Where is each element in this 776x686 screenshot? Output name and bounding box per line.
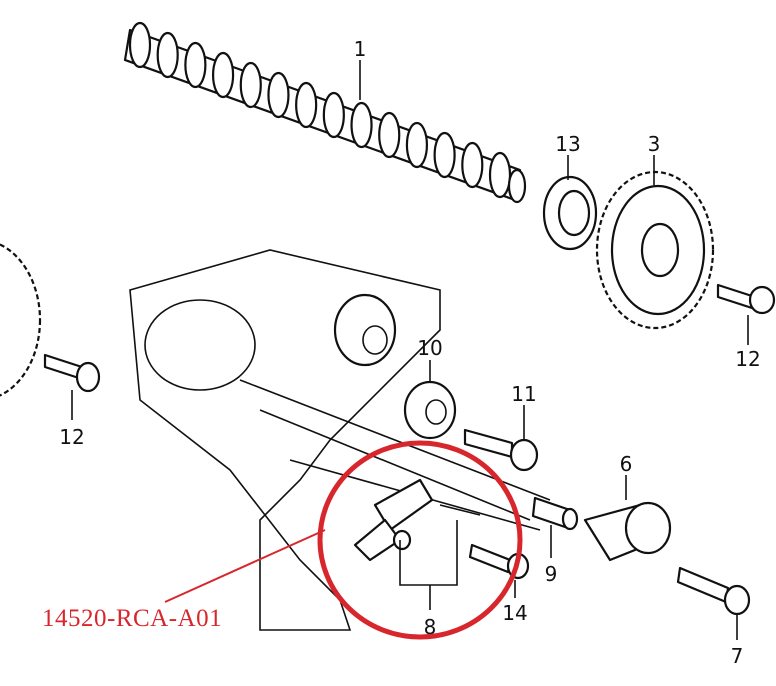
part-number-label: 14520-RCA-A01 <box>42 605 222 632</box>
tensioner-bolt <box>676 566 751 616</box>
cam-lobe <box>488 151 512 199</box>
cam-lobe <box>156 31 179 79</box>
callout-9: 9 <box>545 562 558 586</box>
cam-lobe <box>461 141 484 189</box>
bolt-left <box>43 353 101 393</box>
camshaft <box>123 21 527 204</box>
callout-12-right: 12 <box>735 347 760 371</box>
cam-lobe <box>295 81 318 129</box>
cam-lobe <box>211 51 235 99</box>
cam-lobe <box>405 121 429 169</box>
callout-14: 14 <box>502 601 527 625</box>
oil-seal <box>542 175 598 251</box>
idler-bolt <box>463 428 539 472</box>
cam-lobe <box>128 21 152 69</box>
cam-lobe <box>184 41 207 89</box>
callout-3: 3 <box>648 132 661 156</box>
highlight-circle <box>317 440 523 640</box>
cam-lobe <box>433 131 456 179</box>
callout-7: 7 <box>731 644 744 668</box>
callout-11: 11 <box>511 382 536 406</box>
callout-12-left: 12 <box>59 425 84 449</box>
cam-lobe <box>267 71 290 119</box>
highlight-annotation: 14520-RCA-A01 <box>42 440 523 640</box>
cam-lobe <box>378 111 401 159</box>
timing-pulley-partial <box>0 243 42 397</box>
camshaft-pulley <box>595 170 715 330</box>
callout-10: 10 <box>417 336 442 360</box>
callout-13: 13 <box>555 132 580 156</box>
leader-lines <box>71 60 749 640</box>
bolt-right <box>716 283 776 315</box>
callout-8: 8 <box>424 615 437 639</box>
callout-1: 1 <box>354 37 367 61</box>
engine-block <box>129 249 551 631</box>
idler-pulley <box>403 380 457 440</box>
tensioner-pulley <box>583 501 672 562</box>
cam-lobe <box>322 91 345 139</box>
callout-6: 6 <box>620 452 633 476</box>
highlight-pointer <box>164 529 326 603</box>
cam-lobe <box>350 101 373 149</box>
collar <box>531 496 579 531</box>
cam-lobe <box>239 61 262 109</box>
